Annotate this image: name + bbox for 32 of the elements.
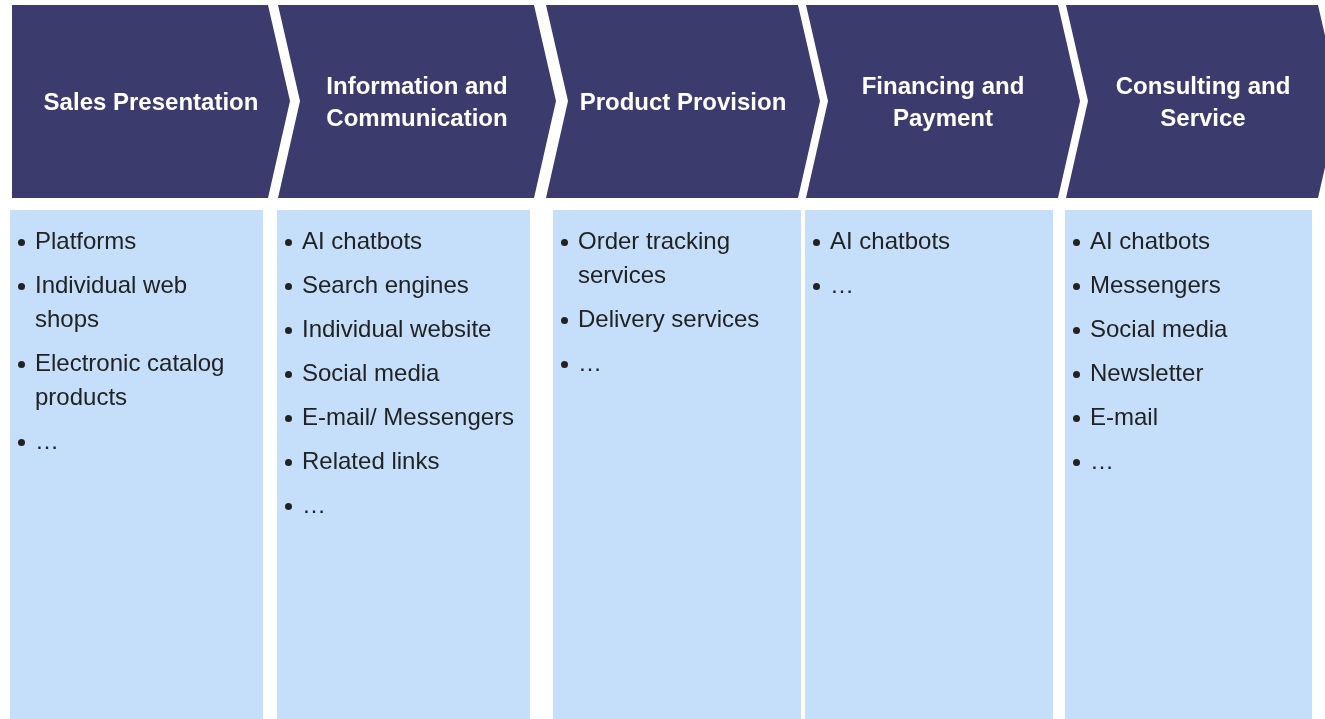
list-item: Search engines — [302, 270, 469, 300]
list-panel — [277, 210, 530, 719]
list-item: Social media — [302, 358, 440, 388]
list-item: AI chatbots — [302, 226, 423, 256]
list-item: AI chatbots — [1090, 226, 1211, 256]
list-panel — [10, 210, 263, 719]
stage-title: Information and Communication — [325, 70, 509, 133]
list-item: … — [1090, 446, 1114, 476]
list-item: Social media — [1090, 314, 1228, 344]
list-item: Related links — [302, 446, 440, 476]
list-item: E-mail — [1090, 402, 1158, 432]
list-item: Messengers — [1090, 270, 1221, 300]
stage-title: Consulting and Service — [1114, 70, 1292, 133]
list-item: … — [578, 348, 602, 378]
list-item: E-mail/ Messengers — [302, 402, 515, 432]
list-item: … — [830, 270, 854, 300]
list-item: Delivery services — [578, 304, 760, 334]
list-item: Order tracking services — [578, 226, 732, 290]
list-item: Individual web shops — [35, 270, 189, 334]
list-item: … — [35, 426, 59, 456]
stage-title: Product Provision — [578, 86, 788, 117]
list-item: Platforms — [35, 226, 137, 256]
stage-title: Financing and Payment — [860, 70, 1026, 133]
list-panel — [1065, 210, 1312, 719]
stage-title: Sales Presentation — [42, 86, 260, 117]
list-item: Newsletter — [1090, 358, 1204, 388]
list-panel — [553, 210, 801, 719]
list-item: … — [302, 490, 326, 520]
list-item: Electronic catalog products — [35, 348, 226, 412]
list-item: AI chatbots — [830, 226, 951, 256]
list-item: Individual website — [302, 314, 492, 344]
list-panel — [805, 210, 1053, 719]
